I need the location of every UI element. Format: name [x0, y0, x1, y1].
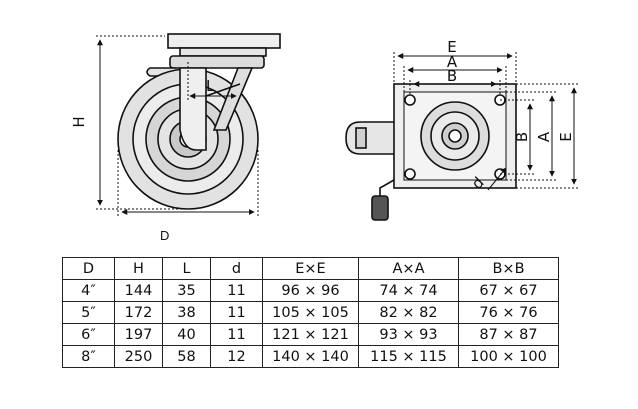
table-cell: 105 × 105 [262, 301, 359, 324]
table-cell: 250 [114, 345, 163, 368]
header-cell: H [114, 257, 163, 280]
center-bolt [448, 129, 462, 143]
top-view-horizontal-dims [393, 52, 517, 96]
side-top-plate [167, 33, 281, 49]
table-cell: 8″ [62, 345, 115, 368]
brake-pedal-slot [355, 127, 367, 149]
dimension-b-side-label: B [513, 132, 531, 142]
header-cell: d [210, 257, 263, 280]
caster-top-view [345, 83, 517, 221]
bolt-hole-top-left [404, 94, 416, 106]
dimension-d [117, 150, 259, 216]
header-cell: L [162, 257, 211, 280]
table-cell: 172 [114, 301, 163, 324]
table-cell: 11 [210, 301, 263, 324]
header-cell: D [62, 257, 115, 280]
table-cell: 11 [210, 279, 263, 302]
table-cell: 11 [210, 323, 263, 346]
table-cell: 40 [162, 323, 211, 346]
table-cell: 144 [114, 279, 163, 302]
table-row: 6″ 197 40 11 121 × 121 93 × 93 87 × 87 [62, 323, 559, 346]
caster-side-view [117, 33, 281, 210]
table-cell: 38 [162, 301, 211, 324]
dimension-bolt-line [487, 167, 507, 191]
dimension-bolt-callout [487, 167, 507, 191]
table-cell: 76 × 76 [458, 301, 559, 324]
table-cell: 82 × 82 [358, 301, 459, 324]
dimension-h-label: H [70, 116, 88, 127]
fork-rear-leg [212, 67, 254, 131]
table-row: 8″ 250 58 12 140 × 140 115 × 115 100 × 1… [62, 345, 559, 368]
table-cell: 115 × 115 [358, 345, 459, 368]
table-cell: 35 [162, 279, 211, 302]
brake-lever-rod [379, 179, 395, 198]
specification-table: D H L d E×E A×A B×B 4″ 144 35 11 96 × 96… [62, 257, 559, 368]
table-header-row: D H L d E×E A×A B×B [62, 257, 559, 280]
header-cell: E×E [262, 257, 359, 280]
table-cell: 74 × 74 [358, 279, 459, 302]
side-top-plate-base [179, 47, 267, 57]
table-cell: 93 × 93 [358, 323, 459, 346]
top-view-vertical-dims [500, 83, 578, 189]
header-cell: A×A [358, 257, 459, 280]
table-cell: 197 [114, 323, 163, 346]
table-cell: 121 × 121 [262, 323, 359, 346]
brake-pedal-housing [345, 121, 394, 155]
dimension-l-label: L [206, 77, 215, 95]
table-row: 4″ 144 35 11 96 × 96 74 × 74 67 × 67 [62, 279, 559, 302]
swivel-housing [169, 55, 265, 69]
dimension-b-top-label: B [447, 67, 457, 85]
table-cell: 96 × 96 [262, 279, 359, 302]
table-cell: 6″ [62, 323, 115, 346]
table-cell: 58 [162, 345, 211, 368]
table-row: 5″ 172 38 11 105 × 105 82 × 82 76 × 76 [62, 301, 559, 324]
fork-front-leg [179, 67, 207, 151]
table-cell: 67 × 67 [458, 279, 559, 302]
wheel-diameter-label: D [160, 228, 170, 243]
dimension-e-top-label: E [447, 38, 456, 56]
table-cell: 4″ [62, 279, 115, 302]
dimension-e-side-label: E [557, 132, 575, 141]
bolt-hole-bottom-left [404, 168, 416, 180]
table-cell: 12 [210, 345, 263, 368]
brake-pedal [371, 195, 389, 221]
table-cell: 140 × 140 [262, 345, 359, 368]
dimension-a-top-label: A [447, 53, 458, 71]
header-cell: B×B [458, 257, 559, 280]
table-cell: 100 × 100 [458, 345, 559, 368]
dimension-a-side-label: A [535, 131, 553, 142]
dimension-l [187, 62, 237, 100]
table-cell: 5″ [62, 301, 115, 324]
table-cell: 87 × 87 [458, 323, 559, 346]
